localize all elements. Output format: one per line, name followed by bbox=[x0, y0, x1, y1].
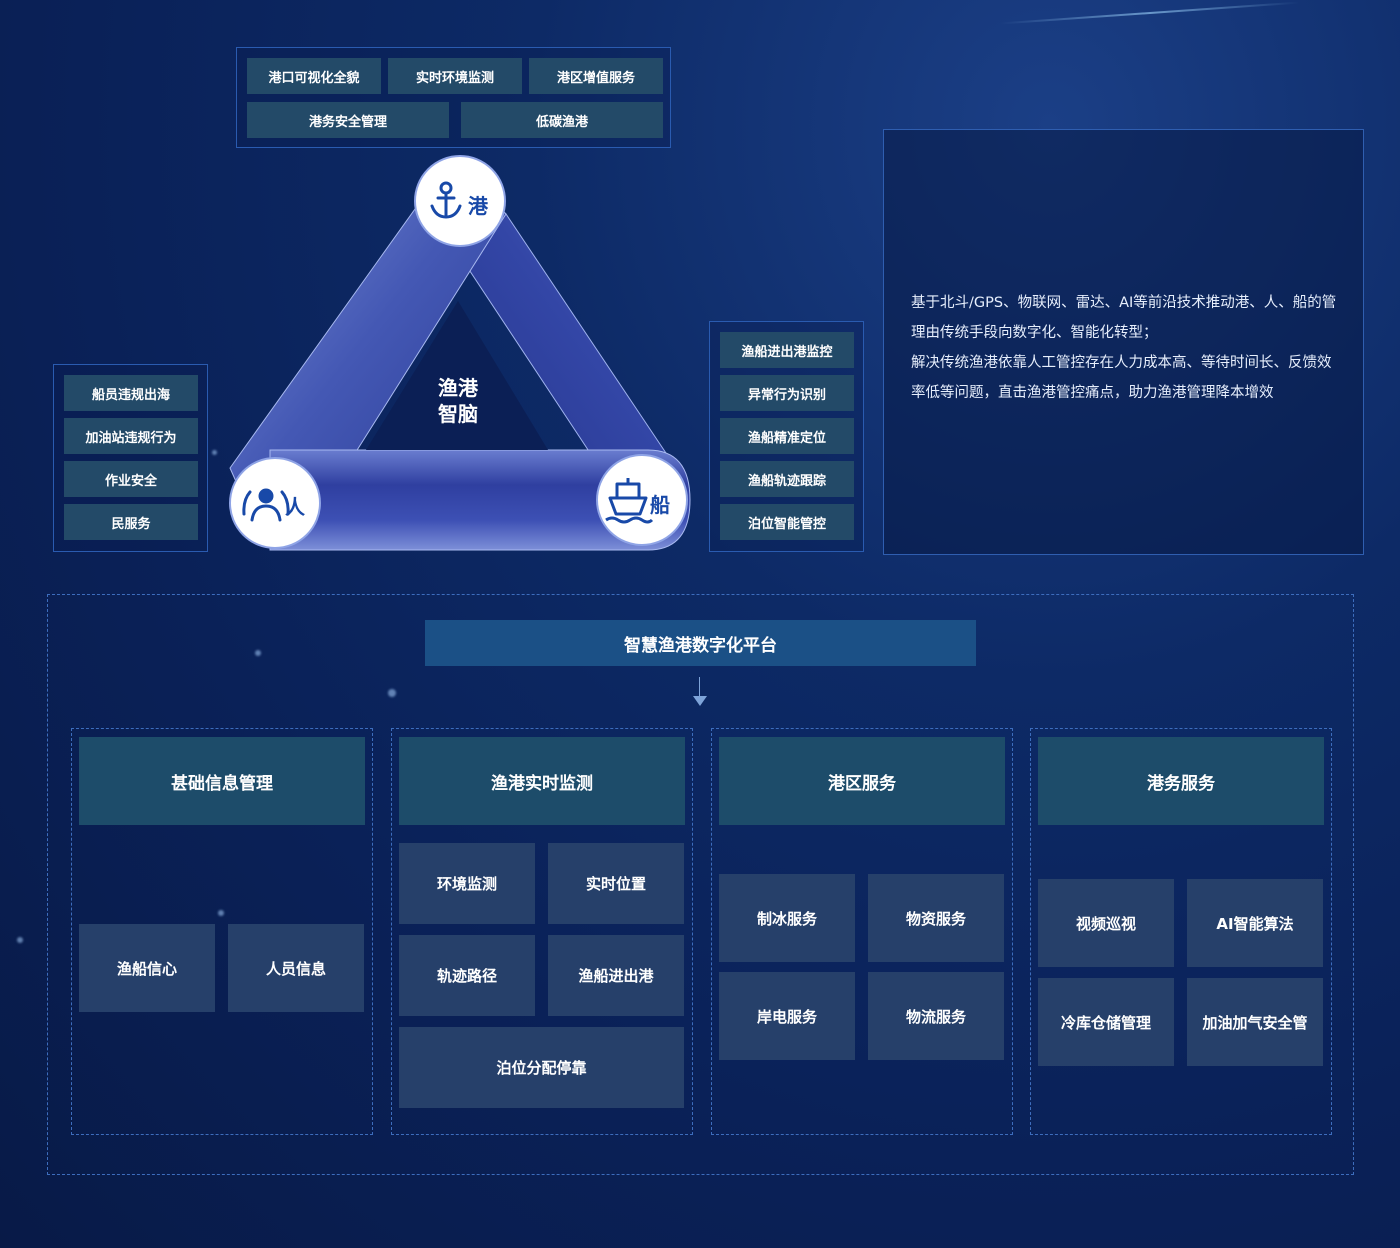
people-feature-chip: 作业安全 bbox=[64, 461, 198, 497]
module-item: 物流服务 bbox=[868, 972, 1004, 1060]
module-title: 港务服务 bbox=[1038, 737, 1324, 825]
ship-node-label: 船 bbox=[650, 493, 670, 517]
module-item: 轨迹路径 bbox=[399, 935, 535, 1016]
module-port-affairs-service: 港务服务 视频巡视 AI智能算法 冷库仓储管理 加油加气安全管 bbox=[1030, 728, 1332, 1135]
ship-icon bbox=[605, 478, 654, 524]
top-feature-chip: 港务安全管理 bbox=[247, 102, 449, 138]
ship-feature-chip: 渔船进出港监控 bbox=[720, 332, 854, 368]
people-icon bbox=[242, 488, 290, 522]
description-text: 基于北斗/GPS、物联网、雷达、AI等前沿技术推动港、人、船的管理由传统手段向数… bbox=[911, 288, 1341, 408]
brain-label-line1: 渔港 bbox=[438, 376, 478, 400]
module-realtime-monitoring: 渔港实时监测 环境监测 实时位置 轨迹路径 渔船进出港 泊位分配停靠 bbox=[391, 728, 693, 1135]
background-glow bbox=[388, 689, 396, 697]
down-arrow-line bbox=[699, 677, 700, 699]
module-item: 视频巡视 bbox=[1038, 879, 1174, 967]
fishing-port-brain-label: 渔港 智脑 bbox=[418, 375, 498, 427]
people-feature-chip: 民服务 bbox=[64, 504, 198, 540]
down-arrow-icon bbox=[693, 696, 707, 706]
module-item: 岸电服务 bbox=[719, 972, 855, 1060]
ship-feature-chip: 泊位智能管控 bbox=[720, 504, 854, 540]
top-feature-chip: 港口可视化全貌 bbox=[247, 58, 381, 94]
anchor-icon bbox=[430, 181, 462, 219]
description-paragraph: 基于北斗/GPS、物联网、雷达、AI等前沿技术推动港、人、船的管理由传统手段向数… bbox=[911, 295, 1337, 341]
brain-label-line2: 智脑 bbox=[438, 402, 478, 426]
top-feature-chip: 低碳渔港 bbox=[461, 102, 663, 138]
ship-feature-chip: 渔船精准定位 bbox=[720, 418, 854, 454]
people-feature-chip: 加油站违规行为 bbox=[64, 418, 198, 454]
platform-container bbox=[47, 594, 1354, 1175]
module-basic-info: 甚础信息管理 渔船信心 人员信息 bbox=[71, 728, 373, 1135]
module-item: 实时位置 bbox=[548, 843, 684, 924]
module-item: 泊位分配停靠 bbox=[399, 1027, 684, 1108]
platform-title: 智慧渔港数字化平台 bbox=[425, 620, 976, 666]
module-title: 渔港实时监测 bbox=[399, 737, 685, 825]
description-panel: 基于北斗/GPS、物联网、雷达、AI等前沿技术推动港、人、船的管理由传统手段向数… bbox=[883, 129, 1364, 555]
background-glow bbox=[218, 910, 224, 916]
module-item: AI智能算法 bbox=[1187, 879, 1323, 967]
module-item: 人员信息 bbox=[228, 924, 364, 1012]
module-item: 制冰服务 bbox=[719, 874, 855, 962]
module-item: 渔船进出港 bbox=[548, 935, 684, 1016]
top-feature-chip: 实时环境监测 bbox=[388, 58, 522, 94]
people-feature-chip: 船员违规出海 bbox=[64, 375, 198, 411]
ship-feature-chip: 渔船轨迹跟踪 bbox=[720, 461, 854, 497]
module-item: 物资服务 bbox=[868, 874, 1004, 962]
background-glow bbox=[212, 450, 217, 455]
triangle-core bbox=[366, 301, 548, 450]
background-glow bbox=[17, 937, 23, 943]
module-title: 甚础信息管理 bbox=[79, 737, 365, 825]
module-title: 港区服务 bbox=[719, 737, 1005, 825]
people-node bbox=[229, 457, 321, 549]
people-node-label: 人 bbox=[285, 495, 305, 519]
port-node-label: 港 bbox=[468, 194, 488, 218]
ship-feature-chip: 异常行为识别 bbox=[720, 375, 854, 411]
description-paragraph: 解决传统渔港依靠人工管控存在人力成本高、等待时间长、反馈效率低等问题，直击渔港管… bbox=[911, 355, 1332, 401]
triangle-diagram bbox=[229, 155, 691, 551]
module-port-area-service: 港区服务 制冰服务 物资服务 岸电服务 物流服务 bbox=[711, 728, 1013, 1135]
module-item: 渔船信心 bbox=[79, 924, 215, 1012]
port-node bbox=[414, 155, 506, 247]
module-item: 环境监测 bbox=[399, 843, 535, 924]
top-feature-chip: 港区增值服务 bbox=[529, 58, 663, 94]
module-item: 加油加气安全管 bbox=[1187, 978, 1323, 1066]
band-people-ship bbox=[269, 449, 691, 551]
module-item: 冷库仓储管理 bbox=[1038, 978, 1174, 1066]
background-glow bbox=[255, 650, 261, 656]
